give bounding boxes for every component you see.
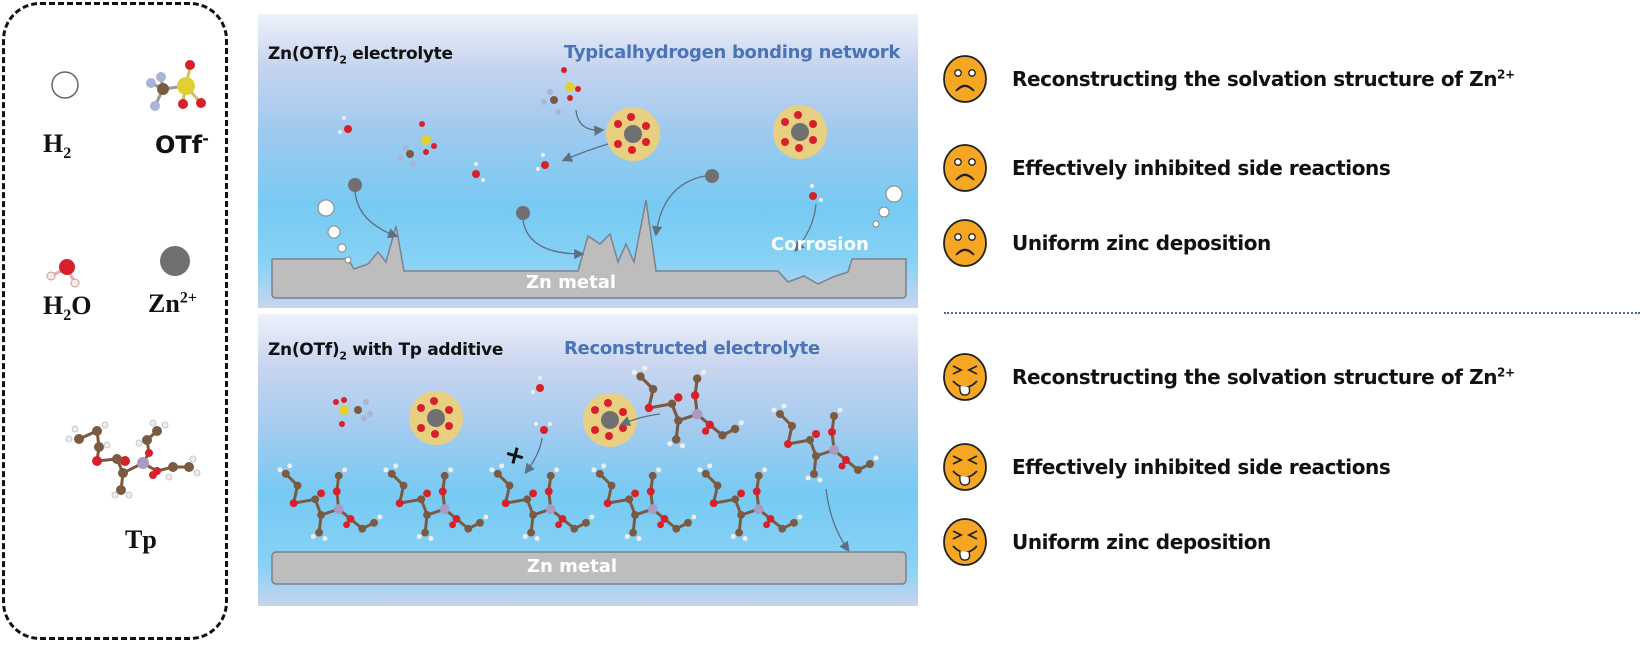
tp-molecule [631,365,744,449]
water-molecule-icon [46,259,80,288]
legend-label-otf: OTf- [155,129,209,159]
effect-text: Reconstructing the solvation structure o… [1012,365,1515,389]
legend-box: H2 OTf- H2O Zn2+ [2,2,228,640]
panel-bottom-title: Zn(OTf)2 with Tp additive [268,340,504,363]
panel-with-tp-additive: + Zn(OTf)2 with Tp additive Reconstructe… [258,314,918,606]
tp-molecule [697,463,803,541]
tp-free-molecules [631,365,879,483]
sad-face-icon [943,219,987,267]
section-divider [944,312,1640,314]
tp-molecule [771,403,879,483]
zn-metal-label: Zn metal [527,556,618,577]
effect-item: Uniform zinc deposition [942,517,1271,567]
hydrogen-bubbles-left [317,199,352,264]
corrosion-label: Corrosion [771,234,869,255]
effect-text: Effectively inhibited side reactions [1012,455,1391,479]
effect-text: Reconstructing the solvation structure o… [1012,67,1515,91]
tp-molecule-icon [65,419,201,499]
happy-face-icon [943,353,987,401]
effect-item: Reconstructing the solvation structure o… [942,54,1515,104]
panel-top-illustration [271,67,907,299]
effect-text: Effectively inhibited side reactions [1012,156,1391,180]
solvation-shell [409,391,463,445]
happy-face-icon [943,518,987,566]
panel-top-subtitle: Typicalhydrogen bonding network [564,42,901,63]
sad-face-icon [943,144,987,192]
solvation-shell [606,107,660,161]
water-molecule [531,376,544,394]
water-molecule [809,184,823,202]
triflate-molecule [333,397,373,427]
water-molecule [534,422,552,434]
solvation-shell [773,105,827,159]
blocked-cross-mark: + [501,438,530,473]
effect-item: Reconstructing the solvation structure o… [942,352,1515,402]
zn-metal-label: Zn metal [526,272,617,293]
panel-without-additive: Zn(OTf)2 electrolyte Typicalhydrogen bon… [258,14,918,308]
zn-metal-slab [271,199,907,299]
tp-adsorbed-layer [277,463,803,541]
zinc-ion-icon [160,246,190,276]
hydrogen-bubble-icon [51,71,79,99]
panel-top-title: Zn(OTf)2 electrolyte [268,44,453,67]
legend-label-tp: Tp [125,525,157,554]
panel-bottom-illustration: + [271,365,907,585]
water-molecule [338,116,352,134]
triflate-molecule [541,67,581,115]
zinc-ion [516,206,530,220]
triflate-molecule-icon [146,60,206,111]
zn-metal-slab [271,551,907,585]
water-molecule [472,162,485,182]
effect-text: Uniform zinc deposition [1012,530,1271,554]
effect-item: Effectively inhibited side reactions [942,442,1391,492]
water-molecule [536,153,549,171]
legend-label-zn: Zn2+ [148,289,197,318]
solvation-shell [583,393,637,447]
sad-face-icon [943,55,987,103]
tp-molecule [591,463,697,541]
legend-label-h2: H2 [43,129,72,163]
zinc-ion [705,169,719,183]
zinc-ion [348,178,362,192]
happy-face-icon [943,443,987,491]
triflate-molecule [397,121,437,167]
tp-molecule [489,463,595,541]
tp-molecule [277,463,383,541]
panel-bottom-subtitle: Reconstructed electrolyte [564,338,820,359]
legend-label-h2o: H2O [43,291,92,325]
effect-item: Effectively inhibited side reactions [942,143,1391,193]
tp-molecule [383,463,489,541]
hydrogen-bubbles-right [872,185,903,228]
effect-text: Uniform zinc deposition [1012,231,1271,255]
effect-item: Uniform zinc deposition [942,218,1271,268]
